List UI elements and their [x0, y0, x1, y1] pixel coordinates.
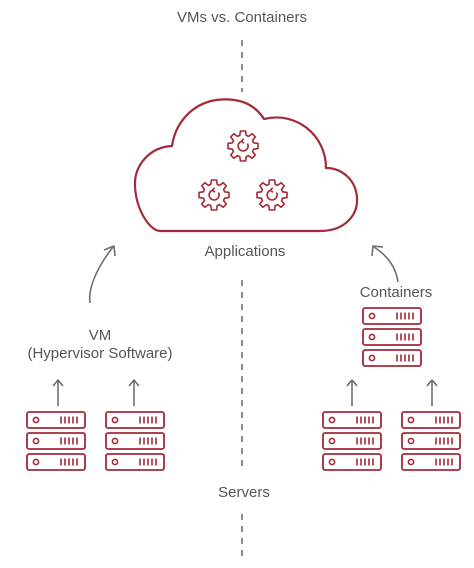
server-stack-icon-containers-right	[402, 412, 460, 470]
up-arrow-vm-left	[52, 379, 64, 407]
server-stack-icon-vm-right	[106, 412, 164, 470]
applications-label: Applications	[204, 243, 286, 260]
servers-label: Servers	[218, 484, 270, 501]
cloud-icon	[133, 98, 359, 233]
container-stack-icon	[363, 308, 421, 366]
containers-label: Containers	[359, 284, 433, 301]
up-arrow-containers-right	[426, 379, 438, 407]
server-stack-icon-vm-left	[27, 412, 85, 470]
containers-curved-arrow	[371, 245, 399, 283]
up-arrow-vm-right	[128, 379, 140, 407]
up-arrow-containers-left	[346, 379, 358, 407]
vm-curved-arrow	[88, 245, 116, 304]
server-stack-icon-containers-left	[323, 412, 381, 470]
diagram-title: VMs vs. Containers	[176, 9, 308, 26]
vm-label: VM	[88, 327, 112, 344]
hypervisor-software-label: (Hypervisor Software)	[27, 345, 173, 362]
